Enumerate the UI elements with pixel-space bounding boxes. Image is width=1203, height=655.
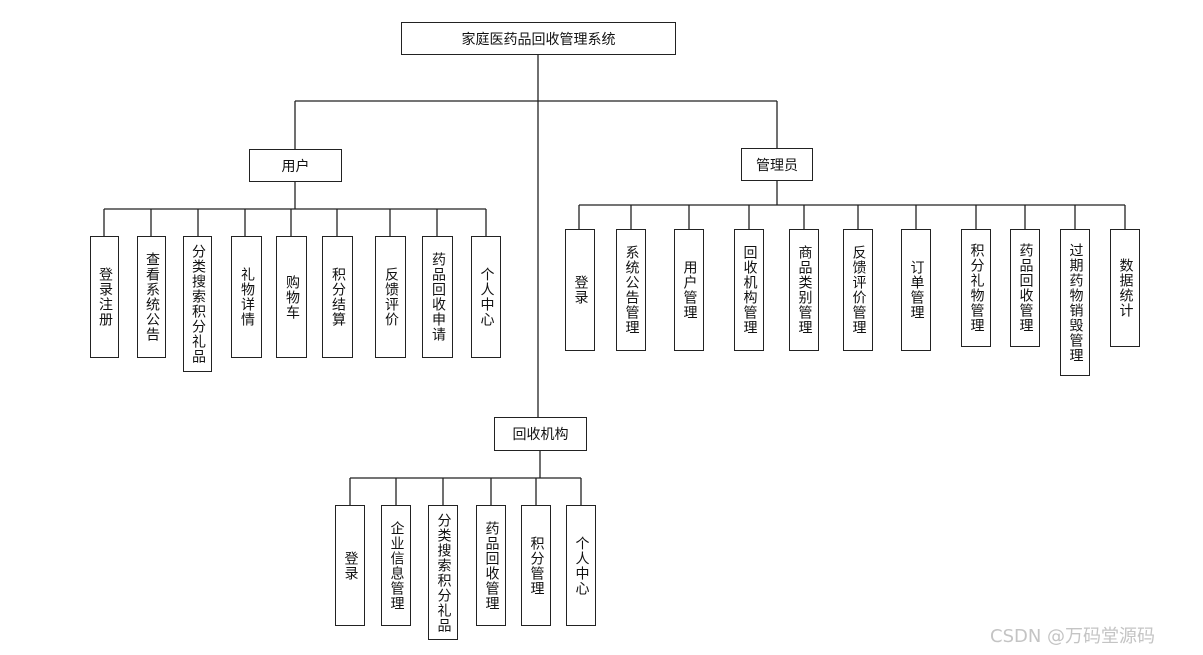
admin-item-org-mgmt: 回收机构管理 <box>734 229 764 351</box>
user-item-recycle-request: 药品回收申请 <box>422 236 453 358</box>
user-item-gift-detail: 礼物详情 <box>231 236 262 358</box>
user-item-view-notice: 查看系统公告 <box>137 236 166 358</box>
root-node: 家庭医药品回收管理系统 <box>401 22 676 55</box>
org-node: 回收机构 <box>494 417 587 451</box>
admin-item-recycle-mgmt: 药品回收管理 <box>1010 229 1040 347</box>
admin-item-login: 登录 <box>565 229 595 351</box>
user-item-cart: 购物车 <box>276 236 307 358</box>
admin-node: 管理员 <box>741 148 813 181</box>
user-item-points-checkout: 积分结算 <box>322 236 353 358</box>
org-item-search-gifts: 分类搜索积分礼品 <box>428 505 458 640</box>
admin-item-user-mgmt: 用户管理 <box>674 229 704 351</box>
admin-item-gift-mgmt: 积分礼物管理 <box>961 229 991 347</box>
admin-item-feedback-mgmt: 反馈评价管理 <box>843 229 873 351</box>
watermark-text: CSDN @万码堂源码 <box>990 626 1156 647</box>
org-item-login: 登录 <box>335 505 365 626</box>
admin-item-category-mgmt: 商品类别管理 <box>789 229 819 351</box>
admin-item-destroy-mgmt: 过期药物销毁管理 <box>1060 229 1090 376</box>
admin-item-notice-mgmt: 系统公告管理 <box>616 229 646 351</box>
admin-item-order-mgmt: 订单管理 <box>901 229 931 351</box>
org-item-points-mgmt: 积分管理 <box>521 505 551 626</box>
user-item-personal-center: 个人中心 <box>471 236 501 358</box>
org-item-personal-center: 个人中心 <box>566 505 596 626</box>
org-item-company-info: 企业信息管理 <box>381 505 411 626</box>
user-item-feedback: 反馈评价 <box>375 236 406 358</box>
user-node: 用户 <box>249 149 342 182</box>
user-item-search-gifts: 分类搜索积分礼品 <box>183 236 212 372</box>
admin-item-statistics: 数据统计 <box>1110 229 1140 347</box>
org-item-recycle-mgmt: 药品回收管理 <box>476 505 506 626</box>
user-item-login-register: 登录注册 <box>90 236 119 358</box>
